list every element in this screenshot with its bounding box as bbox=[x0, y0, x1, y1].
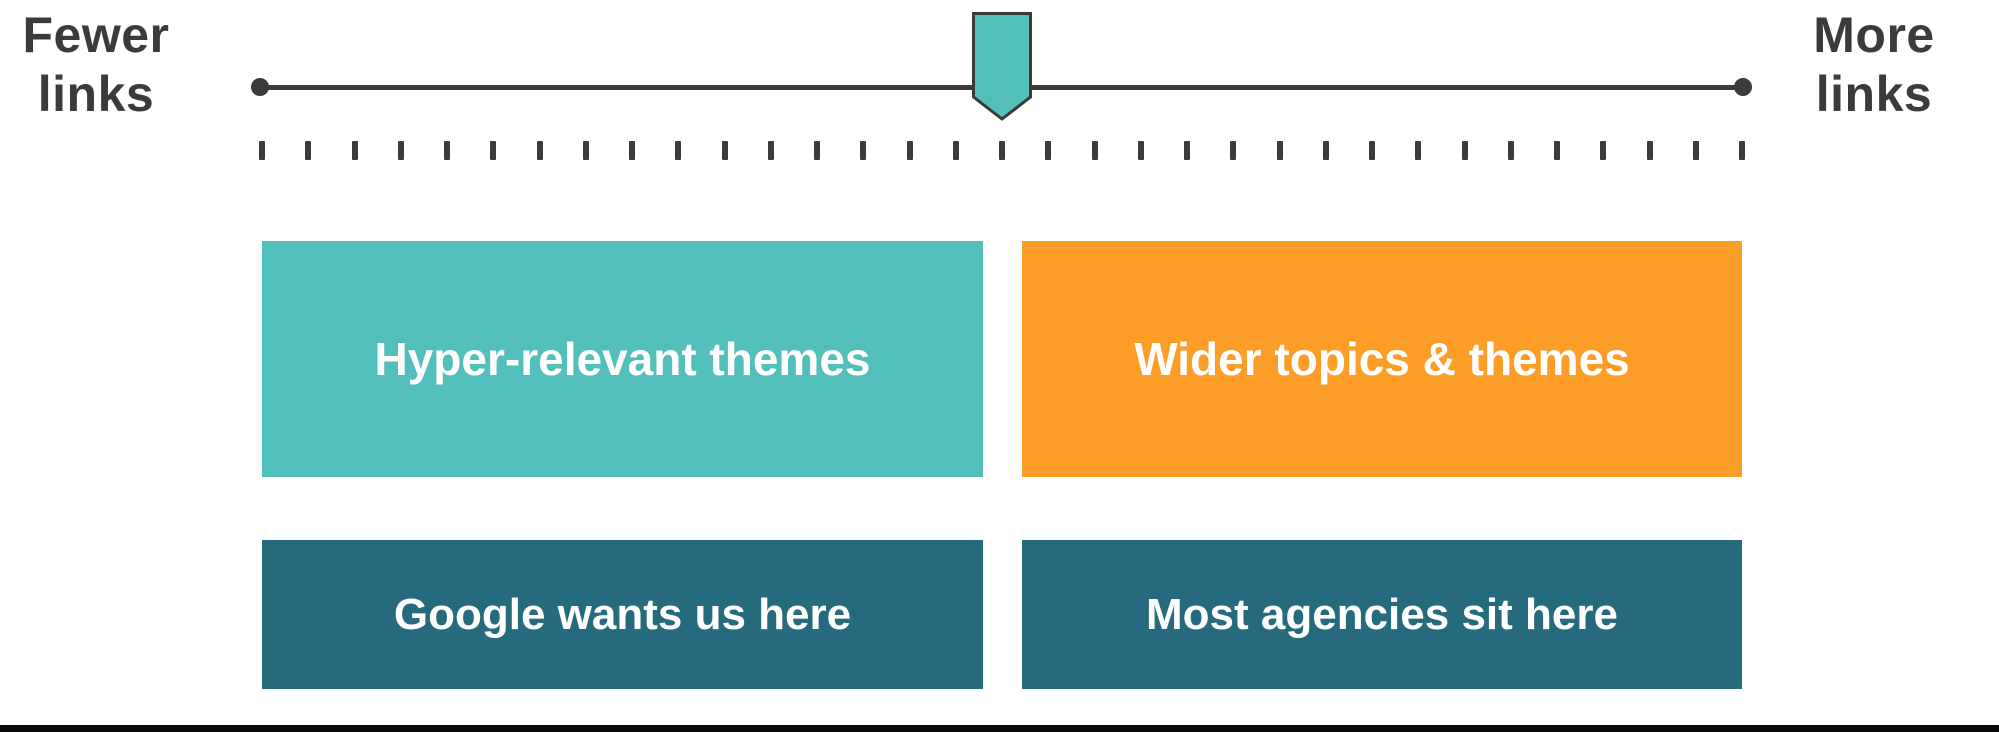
more-links-label-line1: More bbox=[1813, 7, 1935, 63]
fewer-links-label: Fewer links bbox=[0, 6, 196, 124]
tick bbox=[1184, 141, 1190, 160]
tick bbox=[814, 141, 820, 160]
tick bbox=[536, 141, 543, 160]
tick bbox=[999, 141, 1005, 160]
tick bbox=[351, 141, 358, 160]
box-wider-topics-themes: Wider topics & themes bbox=[1022, 241, 1742, 477]
tick bbox=[1461, 141, 1468, 160]
tick bbox=[1369, 141, 1375, 160]
tick bbox=[952, 141, 959, 160]
tick bbox=[1091, 141, 1098, 160]
box-google-wants-us-here: Google wants us here bbox=[262, 540, 983, 689]
tick bbox=[1507, 141, 1514, 160]
box-wider-topics-themes-label: Wider topics & themes bbox=[1134, 333, 1630, 385]
tick bbox=[721, 141, 728, 160]
tick bbox=[1045, 141, 1052, 160]
tick bbox=[1230, 141, 1237, 160]
tick bbox=[1322, 141, 1329, 160]
tick bbox=[1554, 141, 1560, 160]
box-most-agencies-sit-here-label: Most agencies sit here bbox=[1146, 589, 1618, 639]
bottom-border-bar bbox=[0, 725, 1999, 732]
tick bbox=[1415, 141, 1422, 160]
more-links-label: More links bbox=[1774, 6, 1974, 124]
box-hyper-relevant-themes: Hyper-relevant themes bbox=[262, 241, 983, 477]
fewer-links-label-line1: Fewer bbox=[22, 7, 170, 63]
scale-start-dot bbox=[251, 78, 269, 96]
tick bbox=[767, 141, 774, 160]
tick bbox=[444, 141, 450, 160]
tick bbox=[629, 141, 635, 160]
tick-marks bbox=[259, 141, 1745, 160]
tick bbox=[1692, 141, 1699, 160]
tick bbox=[860, 141, 867, 160]
fewer-links-label-line2: links bbox=[37, 66, 155, 122]
scale-end-dot bbox=[1734, 78, 1752, 96]
more-links-label-line2: links bbox=[1815, 66, 1933, 122]
tick bbox=[305, 141, 312, 160]
box-hyper-relevant-themes-label: Hyper-relevant themes bbox=[374, 333, 871, 385]
box-google-wants-us-here-label: Google wants us here bbox=[393, 589, 852, 639]
tick bbox=[1739, 141, 1745, 160]
tick bbox=[1276, 141, 1283, 160]
slider-marker-icon bbox=[972, 12, 1032, 121]
tick bbox=[1600, 141, 1607, 160]
tick bbox=[490, 141, 497, 160]
tick bbox=[1646, 141, 1653, 160]
tick bbox=[675, 141, 682, 160]
tick bbox=[397, 141, 404, 160]
tick bbox=[1137, 141, 1144, 160]
tick bbox=[582, 141, 589, 160]
tick bbox=[906, 141, 913, 160]
tick bbox=[259, 141, 265, 160]
box-most-agencies-sit-here: Most agencies sit here bbox=[1022, 540, 1742, 689]
